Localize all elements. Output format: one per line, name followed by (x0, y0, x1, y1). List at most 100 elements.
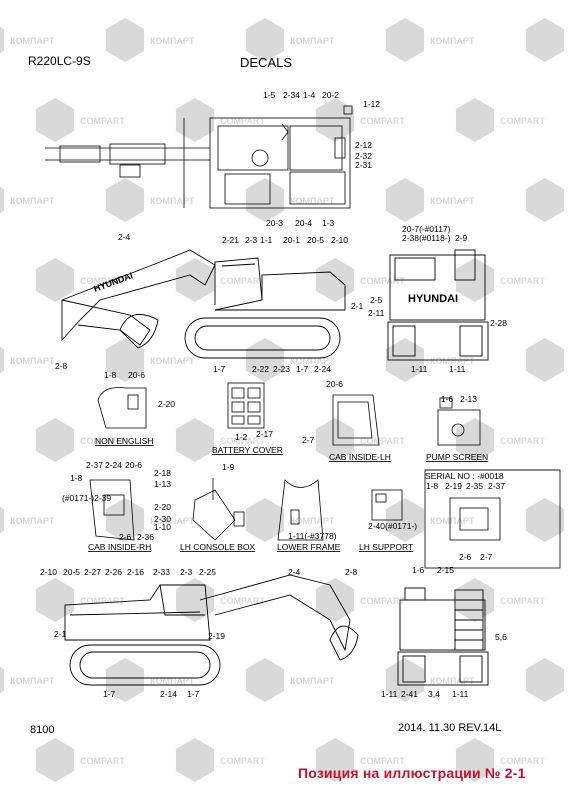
decal-label: 1-5 (263, 90, 276, 100)
watermark-text: КОМПАРТ (290, 36, 335, 46)
decal-label: 3,4 (428, 689, 440, 699)
watermark-text: COMPART (360, 276, 405, 286)
watermark-text: COMPART (80, 436, 125, 446)
decal-label: 20-1 (283, 235, 300, 245)
watermark-text: КОМПАРТ (150, 516, 195, 526)
decal-label: 1-4 (303, 90, 316, 100)
decal-label: 1-11 (449, 364, 466, 374)
section-label: CAB INSIDE-RH (88, 542, 151, 552)
watermark-text: COMPART (500, 756, 545, 766)
top-view-drawing (45, 105, 353, 209)
decal-label: 20-2 (322, 90, 339, 100)
watermark-hex (245, 658, 285, 702)
decal-label: 2-37 (488, 481, 505, 491)
decal-label: 2-25 (199, 567, 216, 577)
decal-label: 2-19 (445, 481, 462, 491)
decal-label: 1-9 (222, 462, 235, 472)
decal-label: 2-24 (314, 364, 331, 374)
watermark-hex (385, 18, 425, 62)
watermark-text: COMPART (80, 116, 125, 126)
decal-label: 1-2 (235, 432, 248, 442)
watermark-text: КОМПАРТ (290, 676, 335, 686)
decal-label: 20-5 (63, 567, 80, 577)
section-label: BATTERY COVER (212, 445, 283, 455)
decal-label: 1-1 (260, 235, 273, 245)
decal-label: 1-8 (70, 473, 83, 483)
watermark-layer: КОМПАРТ КОМПАРТ КОМПАРТ КОМПАРТ КОМПАРТ COMPA… (0, 18, 565, 782)
watermark-text: COMPART (220, 276, 265, 286)
decal-label: 2-27 (84, 567, 101, 577)
decal-label: 2-23 (273, 364, 290, 374)
watermark-hex (385, 178, 425, 222)
watermark-text: COMPART (360, 756, 405, 766)
watermark-text: КОМПАРТ (10, 36, 55, 46)
watermark-hex (0, 26, 5, 54)
watermark-hex (105, 498, 145, 542)
decal-label: 2-41 (401, 689, 418, 699)
decal-label: 2-5 (370, 295, 383, 305)
section-label: CAB INSIDE-LH (329, 452, 391, 462)
decal-label: 2-1 (351, 301, 364, 311)
watermark-text: КОМПАРТ (430, 676, 475, 686)
watermark-hex (35, 578, 75, 622)
watermark-hex (315, 578, 355, 622)
decal-label: 5,6 (495, 632, 507, 642)
decal-label: 2-11 (368, 308, 385, 318)
watermark-hex (245, 338, 285, 382)
decal-label: 2-31 (355, 160, 372, 170)
watermark-hex (245, 178, 285, 222)
watermark-hex (175, 258, 215, 302)
watermark-hex (105, 658, 145, 702)
lower-side-view (64, 574, 359, 686)
watermark-text: COMPART (80, 756, 125, 766)
decal-label: 1-7 (296, 364, 309, 374)
watermark-hex (175, 98, 215, 142)
watermark-hex (245, 18, 285, 62)
watermark-text: КОМПАРТ (290, 356, 335, 366)
watermark-hex (315, 738, 355, 782)
decal-label: 2-9 (455, 233, 468, 243)
watermark-text: COMPART (220, 436, 265, 446)
decal-label: 2-26 (105, 567, 122, 577)
decal-label: 1-11 (452, 689, 469, 699)
watermark-text: COMPART (500, 116, 545, 126)
watermark-text: COMPART (360, 116, 405, 126)
decal-label: 2-13 (460, 394, 477, 404)
watermark-hex (0, 506, 5, 534)
decal-label: 2-36 (137, 532, 154, 542)
decal-label: 1-7 (103, 689, 116, 699)
watermark-hex (245, 498, 285, 542)
watermark-hex (0, 186, 5, 214)
decal-label: 2-34 (283, 90, 300, 100)
watermark-hex (0, 666, 5, 694)
page-code: 8100 (30, 724, 55, 736)
emblem-main: HYUNDAI (92, 270, 134, 293)
watermark-hex (315, 418, 355, 462)
watermark-hex (175, 738, 215, 782)
decal-label: 2-12 (355, 140, 372, 150)
main-side-view (61, 249, 346, 359)
section-label: LOWER FRAME (277, 542, 341, 552)
watermark-text: КОМПАРТ (290, 196, 335, 206)
section-label: LH CONSOLE BOX (180, 542, 255, 552)
watermark-hex (455, 418, 495, 462)
decal-label: SERIAL NO : -#0018 (425, 471, 504, 481)
decal-label: 2-16 (127, 567, 144, 577)
watermark-hex (0, 346, 5, 374)
watermark-text: КОМПАРТ (290, 516, 335, 526)
decal-label: 1-6 (412, 565, 425, 575)
decal-label: 2-19 (208, 631, 225, 641)
decal-label: 1-11 (411, 364, 428, 374)
decal-label: 2-22 (252, 364, 269, 374)
watermark-hex (105, 178, 145, 222)
decal-label: 20-6 (128, 370, 145, 380)
watermark-text: COMPART (80, 276, 125, 286)
watermark-hex (385, 498, 425, 542)
watermark-text: КОМПАРТ (150, 356, 195, 366)
watermark-hex (315, 258, 355, 302)
decal-label: 20-4 (295, 218, 312, 228)
watermark-hex (35, 98, 75, 142)
decal-label: 2-4 (118, 232, 131, 242)
